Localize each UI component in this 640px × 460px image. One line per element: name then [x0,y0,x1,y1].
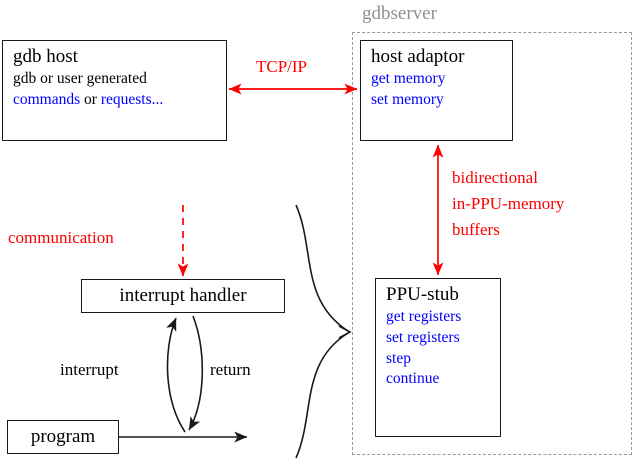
ppu-stub-box: PPU-stub get registers set registers ste… [375,278,501,437]
return-arrow [188,315,204,431]
gdb-host-line-1: gdb or user generated [13,69,218,90]
gdb-host-title: gdb host [13,46,78,67]
interrupt-label: interrupt [60,360,119,379]
tcpip-label: TCP/IP [256,57,308,76]
gdbserver-label: gdbserver [362,3,437,24]
gdb-host-or: or [80,90,101,108]
bidirectional-label-line-2: in-PPU-memory [452,194,565,213]
program-title: program [30,426,96,447]
gdb-host-box: gdb host gdb or user generated commands … [2,40,227,141]
communication-label: communication [8,228,114,247]
interrupt-handler-box: interrupt handler [81,279,285,313]
gdb-host-requests: requests... [100,90,164,108]
return-label: return [210,360,251,379]
gdb-host-line-1-a: gdb [13,70,37,88]
ppu-stub-item-set-registers: set registers [386,328,460,346]
host-adaptor-title: host adaptor [371,46,465,67]
host-adaptor-item-get-memory: get memory [371,70,446,88]
gdbserver-boundary [352,32,632,455]
host-adaptor-box: host adaptor get memory set memory [360,40,513,141]
gdb-host-commands: commands [13,90,81,108]
ppu-stub-item-continue: continue [386,370,440,388]
brace-upper-curve [295,204,349,332]
program-box: program [7,420,119,454]
brace-lower-curve [295,332,349,459]
brace-tip [338,325,352,339]
host-adaptor-item-set-memory: set memory [371,90,444,108]
ppu-stub-item-step: step [386,349,411,367]
gdb-host-line-1-b: or user generated [36,70,147,88]
ppu-stub-title: PPU-stub [386,284,459,305]
bidirectional-label-line-1: bidirectional [452,168,538,187]
interrupt-handler-title: interrupt handler [119,285,247,306]
gdb-host-line-2: commands or requests... [13,90,218,111]
interrupt-arrow [166,317,186,433]
ppu-stub-item-get-registers: get registers [386,308,462,326]
bidirectional-label-line-3: buffers [452,220,500,239]
